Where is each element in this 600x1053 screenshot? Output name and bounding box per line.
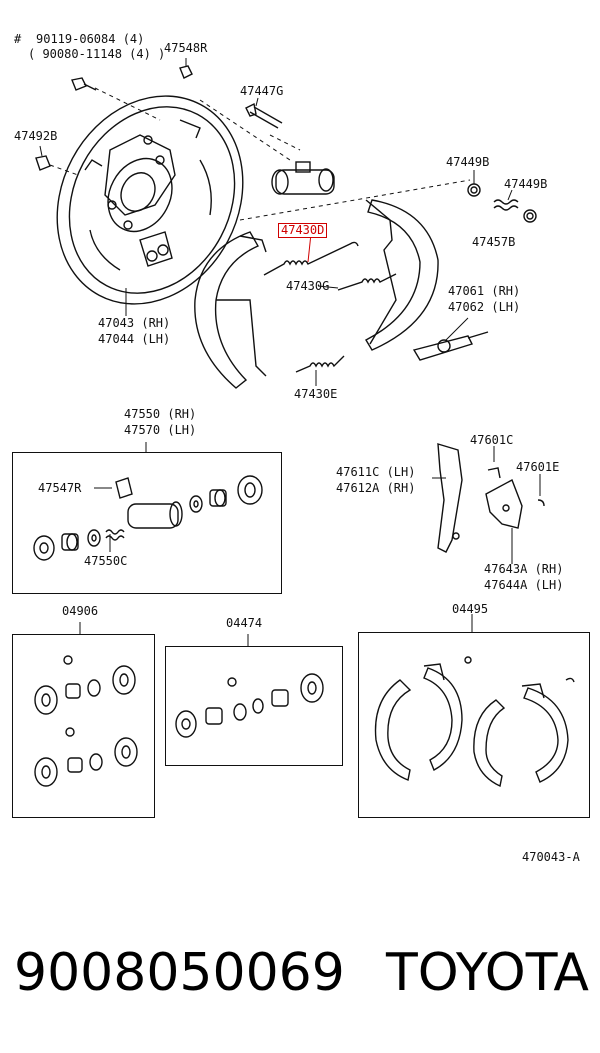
label-47611C[interactable]: 47611C (LH) xyxy=(336,465,416,479)
label-47044[interactable]: 47044 (LH) xyxy=(98,332,171,346)
brake-shoe-right[interactable] xyxy=(365,199,439,351)
label-47492B[interactable]: 47492B xyxy=(14,129,58,143)
spring-47430G[interactable] xyxy=(337,273,397,291)
label-04474[interactable]: 04474 xyxy=(226,616,263,630)
label-47601C[interactable]: 47601C xyxy=(470,433,514,447)
spring-47430D[interactable] xyxy=(263,241,359,276)
footer: 9008050069 TOYOTA xyxy=(14,938,589,1008)
label-04906[interactable]: 04906 xyxy=(62,604,99,618)
label-47550[interactable]: 47550 (RH) xyxy=(124,407,197,421)
kit-04474-parts[interactable] xyxy=(175,673,324,738)
label-47570[interactable]: 47570 (LH) xyxy=(124,423,197,437)
backing-plate[interactable] xyxy=(22,63,279,336)
label-47430E[interactable]: 47430E xyxy=(294,387,338,401)
brand-name: TOYOTA xyxy=(386,943,589,1003)
label-47043[interactable]: 47043 (RH) xyxy=(98,316,171,330)
cap-47449B-a[interactable] xyxy=(467,183,481,197)
wheel-cylinder-main[interactable] xyxy=(271,161,335,195)
bolt-90119[interactable] xyxy=(71,77,97,91)
clip-47601C[interactable] xyxy=(487,467,501,479)
kit-box-04474 xyxy=(165,646,343,766)
kit-box-04495 xyxy=(358,632,590,818)
label-bolt-b: ( 90080-11148 (4) ) xyxy=(28,47,166,61)
brake-shoe-left[interactable] xyxy=(194,231,267,389)
bleeder-47492B[interactable] xyxy=(35,155,51,171)
part-number: 9008050069 xyxy=(14,943,345,1003)
label-47061[interactable]: 47061 (RH) xyxy=(448,284,521,298)
label-04495[interactable]: 04495 xyxy=(452,602,489,616)
nut-47548R[interactable] xyxy=(179,65,193,79)
diagram-code: 470043-A xyxy=(522,850,580,864)
label-47447G[interactable]: 47447G xyxy=(240,84,284,98)
label-47643A[interactable]: 47643A (RH) xyxy=(484,562,564,576)
pin-47447G[interactable] xyxy=(245,102,283,129)
label-47430D-highlighted[interactable]: 47430D xyxy=(278,223,328,238)
hash-mark: # xyxy=(14,32,22,46)
adjuster-47061[interactable] xyxy=(412,331,489,361)
label-47550C[interactable]: 47550C xyxy=(84,554,128,568)
wheel-cylinder-exploded[interactable] xyxy=(33,475,263,561)
kit-box-04906 xyxy=(12,634,155,818)
label-47548R[interactable]: 47548R xyxy=(164,41,208,55)
parking-lever-47611C[interactable] xyxy=(437,443,463,553)
label-47449B-b[interactable]: 47449B xyxy=(504,177,548,191)
label-47612A[interactable]: 47612A (RH) xyxy=(336,481,416,495)
label-47644A[interactable]: 47644A (LH) xyxy=(484,578,564,592)
wheel-cylinder-box xyxy=(12,452,282,594)
label-47547R[interactable]: 47547R xyxy=(38,481,82,495)
spring-47430E[interactable] xyxy=(295,355,345,373)
label-47601E[interactable]: 47601E xyxy=(516,460,560,474)
kit-04906-parts[interactable] xyxy=(34,655,138,787)
label-47430G[interactable]: 47430G xyxy=(286,279,330,293)
kit-04495-shoes[interactable] xyxy=(374,656,575,788)
strut-47643A[interactable] xyxy=(485,479,523,529)
label-bolt-a: 90119-06084 (4) xyxy=(36,32,145,46)
label-47457B[interactable]: 47457B xyxy=(472,235,516,249)
cap-47449B-b[interactable] xyxy=(523,209,537,223)
clip-47601E[interactable] xyxy=(537,499,545,507)
label-47449B-a[interactable]: 47449B xyxy=(446,155,490,169)
label-47062[interactable]: 47062 (LH) xyxy=(448,300,521,314)
spring-47457B[interactable] xyxy=(493,199,519,211)
